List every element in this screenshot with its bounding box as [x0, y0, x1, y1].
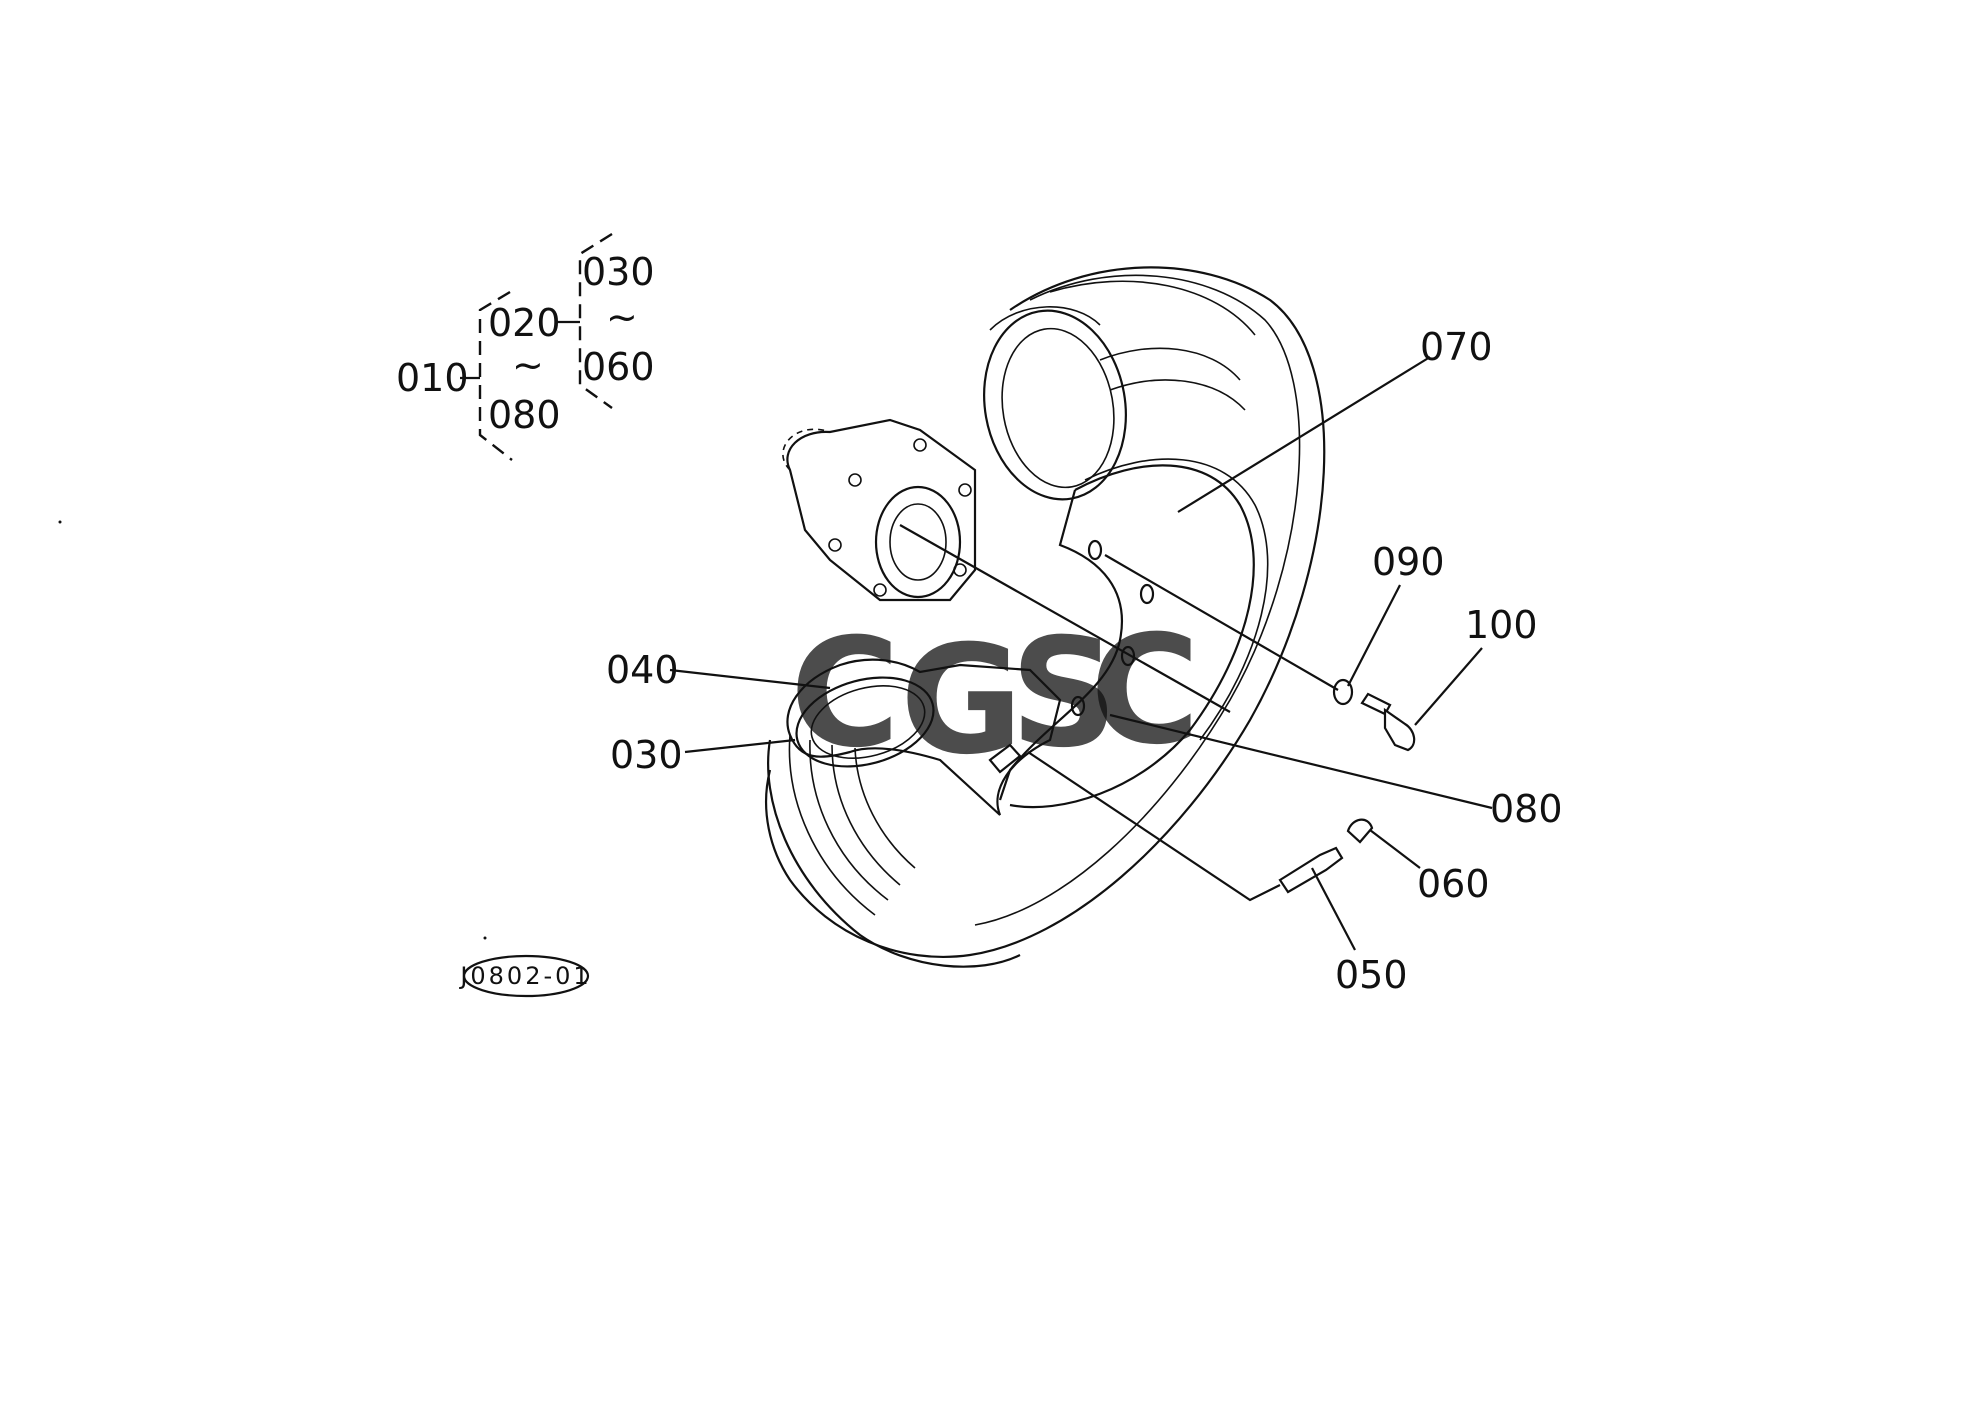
callout-080: 080 [1490, 787, 1563, 831]
tree-grandchild-tilde: ~ [606, 295, 638, 339]
drawing-code-text: J0802-01 [458, 962, 591, 990]
watermark-letter-1: C [790, 607, 900, 781]
tire-drawing [764, 266, 1326, 959]
bolt-head [1383, 707, 1416, 752]
tree-child-top-label: 020 [488, 301, 561, 345]
rim-half-drawing [767, 658, 1062, 968]
watermark-letter-4: C [1090, 604, 1200, 778]
tree-child-tilde: ~ [512, 343, 544, 387]
callout-100: 100 [1465, 603, 1538, 647]
watermark-letter-3: S [1010, 607, 1118, 781]
callout-labels: 070 090 100 040 030 080 060 050 [606, 325, 1563, 997]
hub-drawing [782, 418, 977, 602]
leader-lines [669, 356, 1493, 951]
hardware-drawing [1278, 678, 1416, 894]
callout-030: 030 [610, 733, 683, 777]
bolt-shank [1360, 692, 1392, 716]
callout-090: 090 [1372, 540, 1445, 584]
callout-050: 050 [1335, 953, 1408, 997]
tree-grandchild-top-label: 030 [582, 250, 655, 294]
tree-child-bottom-label: 080 [488, 393, 561, 437]
drawing-code-badge: J0802-01 [458, 954, 591, 998]
assembly-tree: 010 020 ~ 080 030 ~ 060 [396, 232, 655, 461]
valve-cap-shape [1346, 818, 1374, 844]
tree-grandchild-bottom-label: 060 [582, 345, 655, 389]
tree-root-label: 010 [396, 356, 469, 400]
watermark-letter-2: G [900, 614, 1023, 788]
watermark: C G S C [790, 604, 1200, 788]
callout-040: 040 [606, 648, 679, 692]
callout-070: 070 [1420, 325, 1493, 369]
callout-060: 060 [1417, 862, 1490, 906]
washer-shape [1332, 678, 1354, 706]
valve-stem-shape [1278, 846, 1344, 894]
